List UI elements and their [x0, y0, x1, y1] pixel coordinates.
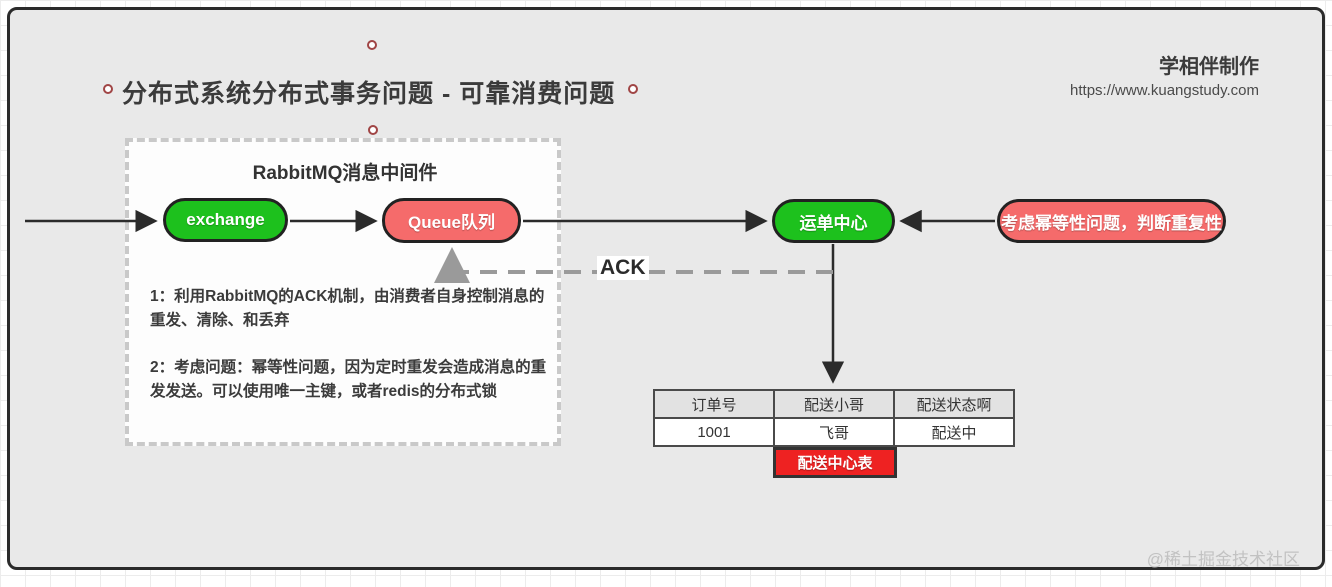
- rabbitmq-group-box[interactable]: [125, 138, 561, 446]
- handle-title-left[interactable]: [103, 84, 113, 94]
- node-waybill-center[interactable]: 运单中心: [772, 199, 895, 243]
- table-row: 1001 飞哥 配送中: [653, 417, 1015, 447]
- ack-label: ACK: [597, 256, 649, 280]
- note-2: 2：考虑问题：幂等性问题，因为定时重发会造成消息的重发发送。可以使用唯一主键，或…: [150, 359, 547, 401]
- note-1: 1：利用RabbitMQ的ACK机制，由消费者自身控制消息的重发、清除、和丢弃: [150, 288, 545, 330]
- table-header-row: 订单号 配送小哥 配送状态啊: [653, 389, 1015, 419]
- delivery-table: 订单号 配送小哥 配送状态啊 1001 飞哥 配送中: [653, 389, 1015, 447]
- cell-status: 配送中: [893, 417, 1015, 447]
- table-caption: 配送中心表: [773, 447, 897, 478]
- table-header-status: 配送状态啊: [893, 389, 1015, 419]
- notes-block: 1：利用RabbitMQ的ACK机制，由消费者自身控制消息的重发、清除、和丢弃 …: [150, 285, 554, 404]
- handle-title-right[interactable]: [628, 84, 638, 94]
- handle-top[interactable]: [367, 40, 377, 50]
- site-url: https://www.kuangstudy.com: [1070, 82, 1259, 99]
- node-idempotency-note[interactable]: 考虑幂等性问题，判断重复性: [997, 199, 1226, 243]
- credit-text: 学相伴制作: [1159, 56, 1259, 78]
- cell-order-no: 1001: [653, 417, 775, 447]
- table-header-courier: 配送小哥: [773, 389, 895, 419]
- page-title: 分布式系统分布式事务问题 - 可靠消费问题: [122, 80, 616, 108]
- node-queue[interactable]: Queue队列: [382, 198, 521, 243]
- watermark: @稀土掘金技术社区: [1146, 550, 1300, 569]
- table-header-order-no: 订单号: [653, 389, 775, 419]
- node-exchange[interactable]: exchange: [163, 198, 288, 242]
- handle-groupbox-top[interactable]: [368, 125, 378, 135]
- cell-courier: 飞哥: [773, 417, 895, 447]
- rabbitmq-group-title: RabbitMQ消息中间件: [252, 163, 438, 184]
